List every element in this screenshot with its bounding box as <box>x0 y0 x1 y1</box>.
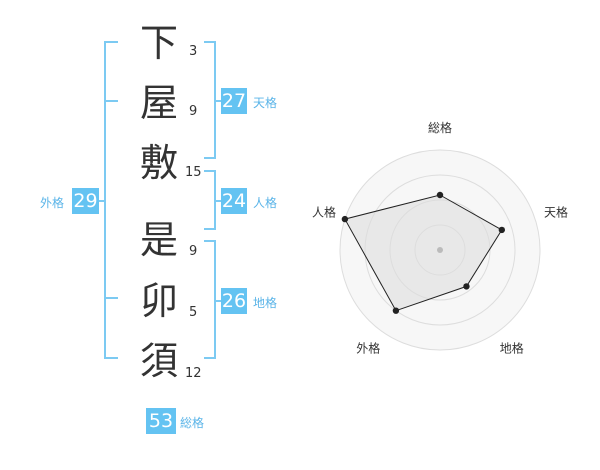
stroke-count-5: 5 <box>189 305 198 320</box>
radar-point-2 <box>498 226 506 234</box>
soukaku-badge: 53 <box>146 408 176 434</box>
radar-axis-label-2: 天格 <box>544 204 568 219</box>
radar-point-4 <box>392 307 400 314</box>
radar-axis-label-1: 総格 <box>428 120 452 135</box>
name-char-4: 是 <box>139 218 178 262</box>
stroke-count-1: 3 <box>189 44 198 59</box>
radar-center <box>437 247 443 253</box>
radar-axis-label-3: 地格 <box>500 341 524 356</box>
stroke-count-2: 9 <box>189 104 198 119</box>
tenkaku-label: 天格 <box>253 96 278 110</box>
gaikaku-label: 外格 <box>40 196 65 210</box>
name-char-3: 敷 <box>139 141 178 185</box>
radar-axis-label-5: 人格 <box>312 204 336 219</box>
gaikaku-badge: 29 <box>72 188 99 214</box>
name-char-2: 屋 <box>139 81 178 125</box>
tenkaku-badge: 27 <box>221 88 247 114</box>
stroke-count-3: 15 <box>185 165 202 180</box>
radar-point-1 <box>436 191 444 199</box>
stroke-count-4: 9 <box>189 244 198 259</box>
soukaku-label: 総格 <box>180 416 205 430</box>
chikaku-label: 地格 <box>253 296 278 310</box>
name-char-6: 須 <box>139 339 178 383</box>
chikaku-badge: 26 <box>221 288 247 314</box>
jinkaku-label: 人格 <box>253 196 278 210</box>
radar-point-3 <box>463 283 470 290</box>
stroke-count-6: 12 <box>185 366 202 381</box>
radar-point-5 <box>341 215 349 223</box>
radar-axis-label-4: 外格 <box>356 341 380 356</box>
radar-series-area <box>344 194 503 312</box>
name-char-5: 卯 <box>139 279 178 323</box>
jinkaku-badge: 24 <box>221 188 247 214</box>
name-char-1: 下 <box>139 21 178 65</box>
